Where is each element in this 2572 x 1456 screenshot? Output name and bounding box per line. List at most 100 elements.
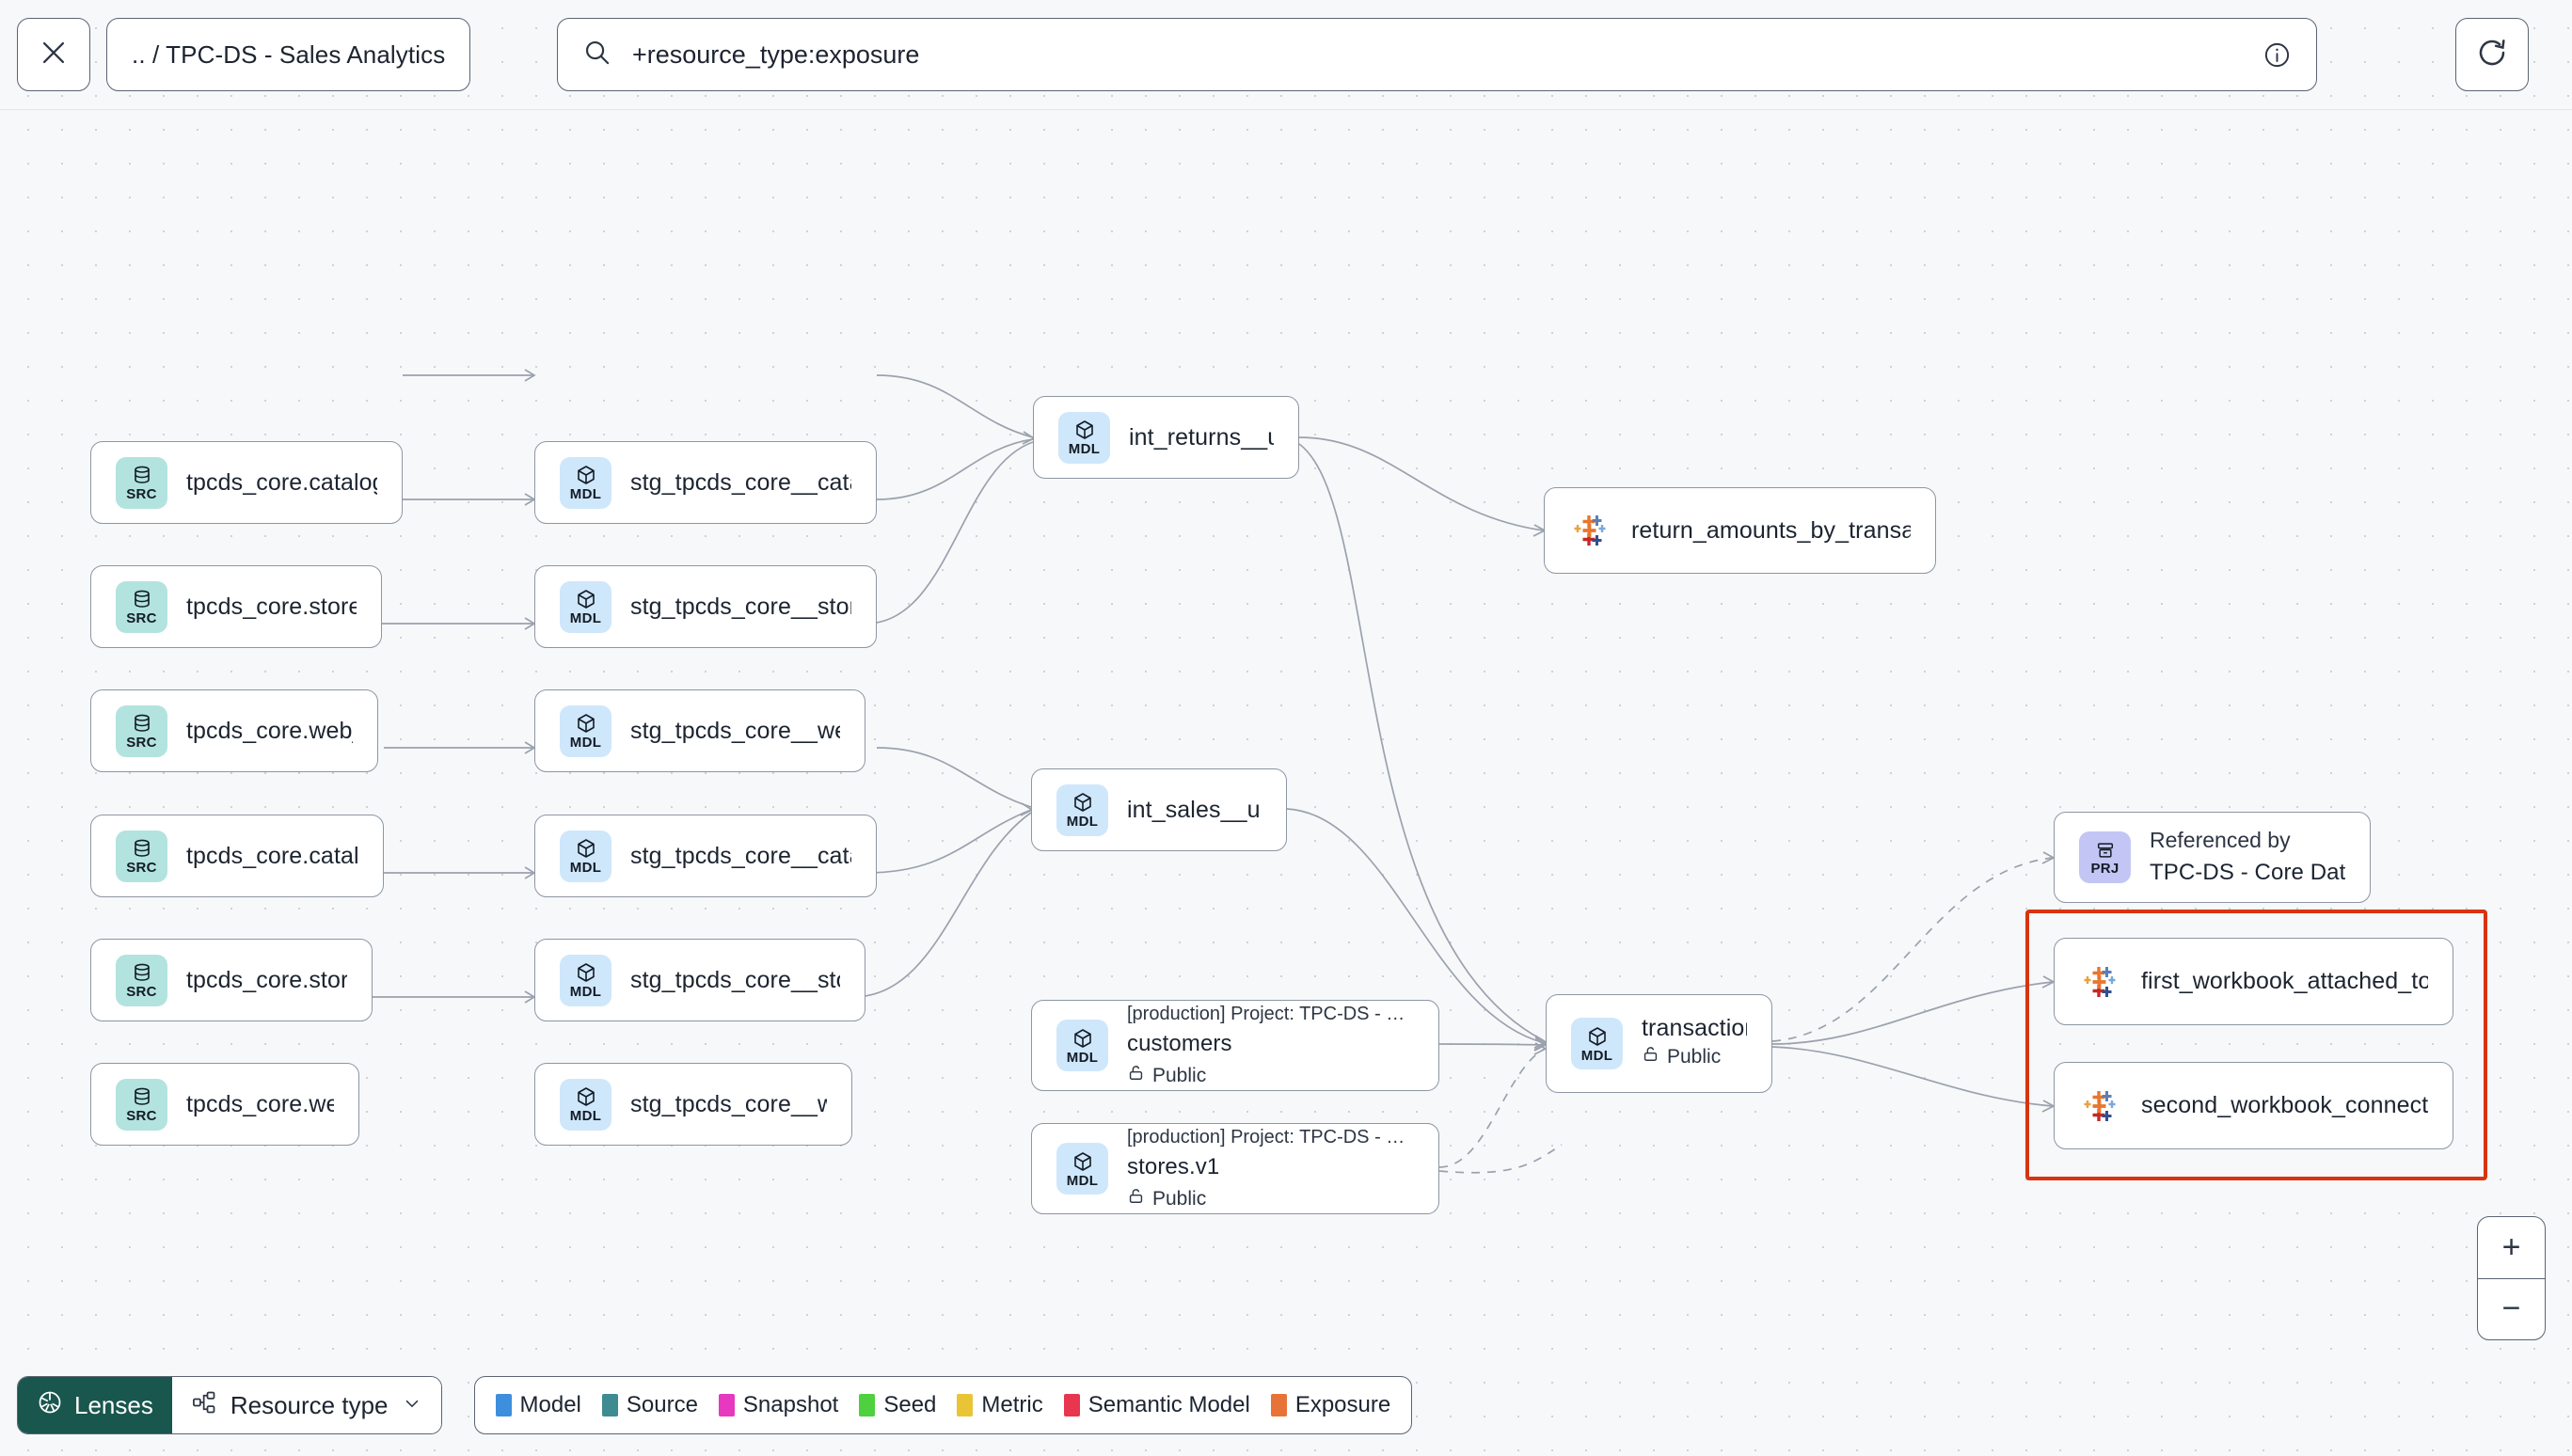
legend-swatch — [718, 1394, 735, 1416]
node-source[interactable]: SRC tpcds_core.web_returns — [90, 689, 378, 772]
zoom-out-button[interactable]: − — [2501, 1290, 2521, 1327]
breadcrumb-label: .. / TPC-DS - Sales Analytics — [132, 40, 446, 69]
model-badge: MDL — [560, 830, 611, 882]
lineage-canvas[interactable]: SRC tpcds_core.catalog_returns SRC tpcds… — [0, 110, 2572, 1456]
badge-label: SRC — [126, 486, 157, 502]
legend-item[interactable]: Exposure — [1270, 1392, 1391, 1418]
zoom-controls[interactable]: + − — [2477, 1216, 2546, 1340]
node-label: stg_tpcds_core__store_returns — [630, 593, 851, 620]
node-model[interactable]: MDL stg_tpcds_core__web_sales — [534, 1063, 852, 1146]
legend-label: Exposure — [1294, 1392, 1391, 1417]
legend-item[interactable]: Seed — [859, 1392, 936, 1418]
node-model[interactable]: MDL stg_tpcds_core__store_sales — [534, 939, 865, 1021]
legend-label: Semantic Model — [1088, 1392, 1250, 1417]
node-source[interactable]: SRC tpcds_core.catalog_sales — [90, 815, 384, 897]
node-model[interactable]: MDL stg_tpcds_core__catalog_returns — [534, 441, 877, 524]
node-label: stg_tpcds_core__web_returns — [630, 717, 840, 744]
visibility-label: Public — [1667, 1046, 1722, 1068]
tableau-exposure-icon — [1569, 510, 1611, 551]
close-button[interactable] — [17, 18, 90, 91]
model-badge: MDL — [1571, 1018, 1623, 1069]
badge-label: MDL — [1066, 1049, 1099, 1066]
bottom-toolbar: Lenses Resource type Model Source Snapsh… — [17, 1376, 1413, 1434]
project-badge: PRJ — [2079, 831, 2131, 883]
search-query-text: +resource_type:exposure — [632, 40, 920, 69]
node-visibility: Public — [1642, 1042, 1747, 1072]
legend-item[interactable]: Model — [495, 1392, 581, 1418]
visibility-label: Public — [1152, 1064, 1207, 1086]
badge-label: MDL — [1580, 1047, 1613, 1064]
tableau-exposure-icon — [2079, 961, 2120, 1003]
badge-label: SRC — [126, 735, 157, 751]
node-exposure[interactable]: first_workbook_attached_to_tpc-ds_-_… — [2054, 938, 2453, 1025]
model-badge: MDL — [1058, 411, 1110, 464]
legend-item[interactable]: Metric — [957, 1392, 1043, 1418]
node-label: transactions — [1642, 1015, 1747, 1042]
node-label: stg_tpcds_core__catalog_sales — [630, 842, 851, 869]
legend-swatch — [1063, 1394, 1080, 1416]
model-badge: MDL — [560, 1078, 611, 1131]
close-icon — [38, 37, 70, 73]
node-label: tpcds_core.web_sales — [186, 1090, 334, 1117]
node-model[interactable]: MDL int_returns__unioned — [1033, 396, 1299, 479]
legend-swatch — [957, 1394, 974, 1416]
node-project: [production] Project: TPC-DS - Core Data… — [1127, 1126, 1414, 1147]
node-model[interactable]: MDL stg_tpcds_core__catalog_sales — [534, 815, 877, 897]
legend-label: Model — [519, 1392, 581, 1417]
selection-highlight-box — [2025, 910, 2487, 1180]
node-label: first_workbook_attached_to_tpc-ds_-_… — [2141, 968, 2428, 994]
node-source[interactable]: SRC tpcds_core.catalog_returns — [90, 441, 403, 524]
node-label: stg_tpcds_core__store_sales — [630, 966, 840, 993]
resource-type-label: Resource type — [230, 1390, 389, 1419]
unlock-icon — [1127, 1061, 1145, 1091]
badge-label: MDL — [569, 610, 602, 626]
hierarchy-icon — [191, 1389, 217, 1422]
node-transactions[interactable]: MDL transactions Public — [1546, 994, 1772, 1093]
breadcrumb[interactable]: .. / TPC-DS - Sales Analytics — [106, 18, 471, 91]
node-exposure[interactable]: return_amounts_by_transaction_type — [1544, 487, 1936, 574]
badge-label: SRC — [126, 1108, 157, 1124]
refresh-icon — [2475, 36, 2509, 74]
node-exposure[interactable]: second_workbook_connected_to_live… — [2054, 1062, 2453, 1149]
node-semantic-model[interactable]: MDL [production] Project: TPC-DS - Core … — [1031, 1123, 1439, 1214]
resource-type-dropdown[interactable]: Resource type — [171, 1377, 441, 1433]
lenses-button[interactable]: Lenses — [18, 1377, 172, 1433]
search-input[interactable]: +resource_type:exposure — [557, 18, 2317, 91]
resource-type-legend: Model Source Snapshot Seed Metric Semant… — [473, 1376, 1413, 1434]
badge-label: MDL — [1066, 1172, 1099, 1189]
node-source[interactable]: SRC tpcds_core.store_sales — [90, 939, 373, 1021]
legend-item[interactable]: Source — [601, 1392, 698, 1418]
badge-label: MDL — [569, 735, 602, 751]
legend-item[interactable]: Semantic Model — [1063, 1392, 1250, 1418]
node-model[interactable]: MDL stg_tpcds_core__store_returns — [534, 565, 877, 648]
node-source[interactable]: SRC tpcds_core.web_sales — [90, 1063, 359, 1146]
legend-label: Seed — [883, 1392, 937, 1417]
node-label: tpcds_core.store_returns — [186, 593, 357, 620]
node-project-reference[interactable]: PRJ Referenced by TPC-DS - Core Data Mod… — [2054, 812, 2371, 903]
node-label: customers — [1127, 1030, 1232, 1056]
node-model[interactable]: MDL int_sales__unioned — [1031, 768, 1287, 851]
legend-swatch — [601, 1394, 618, 1416]
node-model[interactable]: MDL stg_tpcds_core__web_returns — [534, 689, 865, 772]
badge-label: SRC — [126, 610, 157, 626]
unlock-icon — [1642, 1042, 1659, 1072]
legend-swatch — [1270, 1394, 1287, 1416]
node-source[interactable]: SRC tpcds_core.store_returns — [90, 565, 382, 648]
chevron-down-icon — [402, 1391, 422, 1420]
source-badge: SRC — [116, 456, 167, 509]
badge-label: SRC — [126, 984, 157, 1000]
node-semantic-model[interactable]: MDL [production] Project: TPC-DS - Core … — [1031, 1000, 1439, 1091]
legend-item[interactable]: Snapshot — [718, 1392, 838, 1418]
badge-label: SRC — [126, 860, 157, 876]
node-label: TPC-DS - Core Data Models — [2150, 859, 2345, 885]
zoom-in-button[interactable]: + — [2478, 1217, 2545, 1279]
node-label: tpcds_core.catalog_sales — [186, 842, 358, 869]
model-badge: MDL — [560, 456, 611, 509]
info-circle-icon[interactable] — [2262, 40, 2292, 70]
refresh-button[interactable] — [2455, 18, 2529, 91]
node-label: second_workbook_connected_to_live… — [2141, 1092, 2428, 1118]
node-visibility: Public — [1127, 1184, 1414, 1214]
model-badge: MDL — [1056, 783, 1108, 836]
legend-label: Source — [626, 1392, 698, 1417]
legend-swatch — [859, 1394, 876, 1416]
